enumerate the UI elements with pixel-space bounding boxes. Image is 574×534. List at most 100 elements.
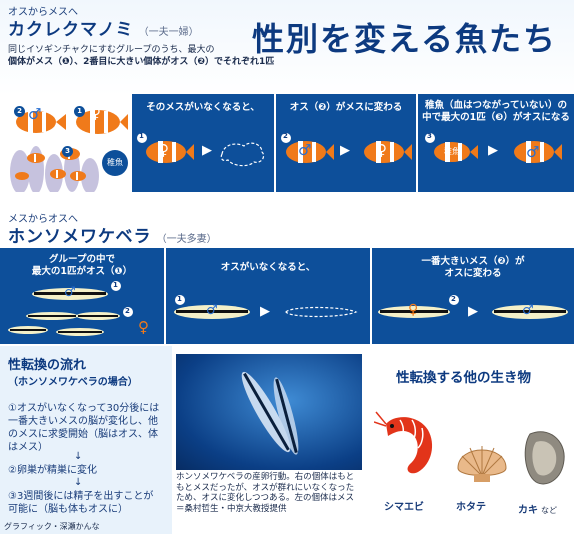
- flow-arrow-2-icon: ↓: [74, 477, 83, 488]
- flow-step-3: ③3週間後には精子を出すことが 可能に（脳も体もオスに）: [8, 490, 172, 516]
- anemone-illustration: [10, 110, 128, 194]
- panel3-male-symbol: ♂: [526, 143, 540, 161]
- clownfish-panel1-text: そのメスがいなくなると、: [146, 102, 260, 113]
- clownfish-female-icon: [76, 110, 128, 134]
- wrasse-panel3-text: 一番大きいメス（❷）が オスに変わる: [372, 256, 574, 280]
- flow-arrow-1-icon: ↓: [74, 451, 83, 462]
- page-title: 性別を変える魚たち: [252, 20, 558, 58]
- wrasse-panel3-female-fish-icon: [378, 306, 450, 318]
- clownfish-panel1-illustration: [137, 133, 265, 167]
- wrasse-heading: ホンソメワケベラ （一夫多妻）: [8, 222, 217, 247]
- anemone-scene: ♂ ♀ 2 1 3 稚魚: [6, 92, 130, 194]
- scallop-icon: [457, 446, 507, 482]
- flow-heading: 性転換の流れ （ホンソメワケベラの場合）: [8, 354, 138, 388]
- photo-caption-line1: ホンソメワケベラの産卵行動。右の個体はもと: [176, 472, 355, 482]
- clownfish-panel3-line1: 稚魚（血はつながっていない）の: [424, 100, 568, 111]
- shrimp-icon: [374, 411, 433, 474]
- wrasse-male-fish-icon: [32, 288, 108, 300]
- photo-fish-illustration: [241, 371, 299, 455]
- flow-background: [0, 346, 172, 534]
- wrasse-panel3-badge: 2: [451, 295, 456, 303]
- clownfish-panel3-text: 稚魚（血はつながっていない）の 中で最大の1匹（❸）がオスになる: [418, 100, 574, 124]
- others-item-oyster: カキなど: [518, 498, 557, 517]
- badge-3: 3: [62, 146, 73, 157]
- flow-step3-line2: 可能に（脳も体もオスに）: [8, 504, 128, 515]
- flow-subtitle: （ホンソメワケベラの場合）: [8, 377, 138, 388]
- panel2-female-symbol: ♀: [376, 141, 387, 159]
- wrasse-subtitle: メスからオスへ: [8, 214, 78, 225]
- flow-step1-line3: のメスに求愛開始（脳はオス、体: [8, 429, 158, 440]
- clownfish-note: （一夫一婦）: [138, 27, 199, 38]
- wrasse-panel3-line2: オスに変わる: [444, 268, 502, 279]
- clownfish-title: カクレクマノミ: [8, 20, 134, 40]
- clownfish-description: 同じイソギンチャクにすむグループのうち、最大の 個体がメス（❶）、2番目に大きい…: [8, 44, 308, 68]
- wrasse-panel-3: 一番大きいメス（❷）が オスに変わる 2 ♀ ▶ ♂: [372, 248, 574, 344]
- clownfish-panel-1: そのメスがいなくなると、 1 ♀ ▶: [132, 94, 274, 192]
- wrasse-panel1-female-symbol: ♀: [138, 318, 149, 336]
- wrasse-panel-2: オスがいなくなると、 1 ♂ ▶: [166, 248, 370, 344]
- wrasse-panel3-new-male-fish-icon: [492, 305, 568, 319]
- panel1-female-symbol: ♀: [158, 141, 169, 159]
- clownfish-panel-3: 稚魚（血はつながっていない）の 中で最大の1匹（❸）がオスになる 3 稚魚 ▶ …: [418, 94, 574, 192]
- others-item-shrimp: シマエビ: [384, 502, 424, 513]
- flow-step-2: ②卵巣が精巣に変化: [8, 465, 97, 476]
- wrasse-panel3-arrow-icon: ▶: [468, 304, 478, 319]
- female-fish-icon: [146, 141, 194, 163]
- wrasse-panel1-badge1: 1: [113, 281, 118, 289]
- wrasse-panel1-text: グループの中で 最大の1匹がオス（❶）: [0, 254, 164, 278]
- juvenile-fish-icon: [434, 142, 478, 162]
- spawning-photo: [176, 354, 362, 470]
- clownfish-panel3-line2: 中で最大の1匹（❸）がオスになる: [422, 112, 570, 123]
- flow-step-1: ①オスがいなくなって30分後には 一番大きいメスの脳が変化し、他 のメスに求愛開…: [8, 402, 172, 454]
- flow-step1-line1: ①オスがいなくなって30分後には: [8, 403, 160, 414]
- panel3-juvenile-label: 稚魚: [444, 147, 460, 156]
- male-fish-icon: [286, 141, 334, 163]
- flow-title: 性転換の流れ: [8, 358, 87, 373]
- panel2-arrow-icon: ▶: [340, 143, 350, 158]
- clownfish-subtitle: オスからメスへ: [8, 7, 78, 18]
- wrasse-panel2-arrow-icon: ▶: [260, 304, 270, 319]
- panel3-badge: 3: [427, 132, 432, 140]
- badge-1: 1: [74, 106, 85, 117]
- wrasse-panel1-line2: 最大の1匹がオス（❶）: [31, 266, 133, 277]
- wrasse-panel2-male-symbol: ♂: [206, 303, 218, 318]
- new-male-fish-icon: [514, 141, 562, 163]
- panel2-male-symbol: ♂: [298, 141, 312, 159]
- flow-step1-line2: 一番大きいメスの脳が変化し、他: [8, 416, 158, 427]
- photo-caption-line4: ＝桑村哲生・中京大教授提供: [176, 503, 287, 514]
- wrasse-panel2-male-fish-icon: [174, 305, 250, 319]
- others-etc: など: [541, 506, 557, 515]
- wrasse-panel3-female-symbol: ♀: [408, 302, 419, 318]
- wrasse-panel3-male-symbol: ♂: [522, 303, 534, 318]
- juvenile-circle: 稚魚: [102, 150, 128, 176]
- photo-caption: ホンソメワケベラの産卵行動。右の個体はもと もとメスだったが、オスが群れにいなく…: [176, 472, 376, 514]
- male-symbol: ♂: [28, 105, 42, 123]
- wrasse-panel2-text: オスがいなくなると、: [220, 262, 316, 273]
- wrasse-panel1-illustration: [8, 281, 133, 336]
- wrasse-panel3-illustration: [378, 295, 568, 319]
- wrasse-panel2-badge: 1: [177, 295, 182, 303]
- panel3-arrow-icon: ▶: [488, 143, 498, 158]
- wrasse-panel-1: グループの中で 最大の1匹がオス（❶） 1 2 ♂ ♀: [0, 248, 164, 344]
- panel2-badge: 2: [283, 132, 288, 140]
- clownfish-panel3-illustration: [425, 133, 562, 163]
- badge-2: 2: [14, 106, 25, 117]
- others-item-scallop: ホタテ: [456, 502, 486, 513]
- flow-step1-line4: はメス）: [8, 442, 48, 453]
- others-item-oyster-label: カキ: [518, 505, 538, 516]
- wrasse-panel1-badge2: 2: [125, 307, 130, 315]
- clownfish-desc-line1: 同じイソギンチャクにすむグループのうち、最大の: [8, 45, 215, 55]
- wrasse-note: （一夫多妻）: [156, 234, 217, 245]
- wrasse-panel1-line1: グループの中で: [49, 254, 115, 265]
- wrasse-panel2-illustration: [174, 295, 358, 319]
- female-symbol: ♀: [90, 104, 101, 122]
- clownfish-panel-2: オス（❷）がメスに変わる 2 ♂ ▶ ♀: [276, 94, 416, 192]
- clownfish-male-icon: [16, 111, 66, 133]
- panel1-badge: 1: [139, 132, 144, 140]
- photo-caption-line2: もとメスだったが、オスが群れにいなくなった: [176, 482, 355, 493]
- clownfish-panel2-illustration: [281, 133, 412, 163]
- photo-caption-line3: ため、オスに変化しつつある。左の個体はメス: [176, 493, 354, 503]
- wrasse-title: ホンソメワケベラ: [8, 227, 152, 247]
- wrasse-panel3-line1: 一番大きいメス（❷）が: [421, 256, 525, 267]
- new-female-fish-icon: [364, 141, 412, 163]
